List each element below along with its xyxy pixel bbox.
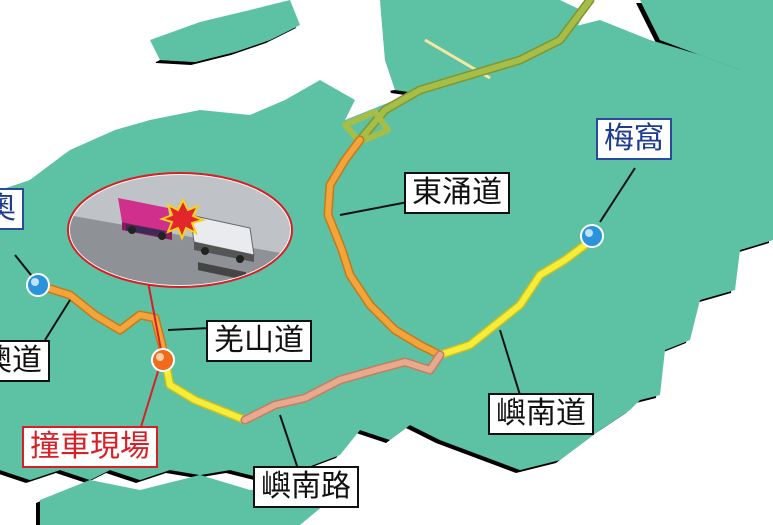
leader-lines: [14, 167, 636, 476]
bus-collision-icon: [118, 198, 255, 281]
sea-channels: [0, 0, 395, 140]
label-xianshandao: 羌山道: [206, 320, 312, 362]
accident-marker: [151, 348, 175, 372]
leader-yunanlu: [279, 414, 301, 476]
interchange-loop: [342, 109, 391, 145]
label-yunandao: 嶼南道: [488, 393, 594, 435]
leader-yunandao: [499, 329, 521, 396]
left-marker: [26, 273, 50, 297]
label-left-partial-mid: 澳道: [0, 340, 50, 382]
collision-burst-icon: [158, 197, 207, 241]
label-accident-site: 撞車現場: [22, 426, 158, 468]
meiwo-marker: [580, 224, 604, 248]
label-yunanlu: 嶼南路: [253, 466, 359, 508]
island-north: [150, 0, 300, 62]
island-lantau: [0, 20, 773, 480]
island-south: [40, 475, 330, 525]
leader-meiwo: [599, 167, 636, 223]
label-meiwo: 梅窩: [596, 118, 672, 160]
island-chek-lap-kok: [380, 0, 585, 95]
leader-accident: [139, 364, 161, 431]
leader-inset: [147, 281, 163, 356]
label-dongyongdao: 東涌道: [404, 172, 510, 214]
leader-left-mid: [44, 299, 71, 341]
island-east: [640, 0, 773, 70]
label-left-partial-top: 奧: [0, 188, 24, 230]
leader-xianshandao: [167, 327, 211, 331]
markers: [26, 224, 604, 372]
accident-inset: [67, 172, 293, 288]
leader-dongyongdao: [339, 201, 409, 216]
roads: [33, 0, 600, 425]
